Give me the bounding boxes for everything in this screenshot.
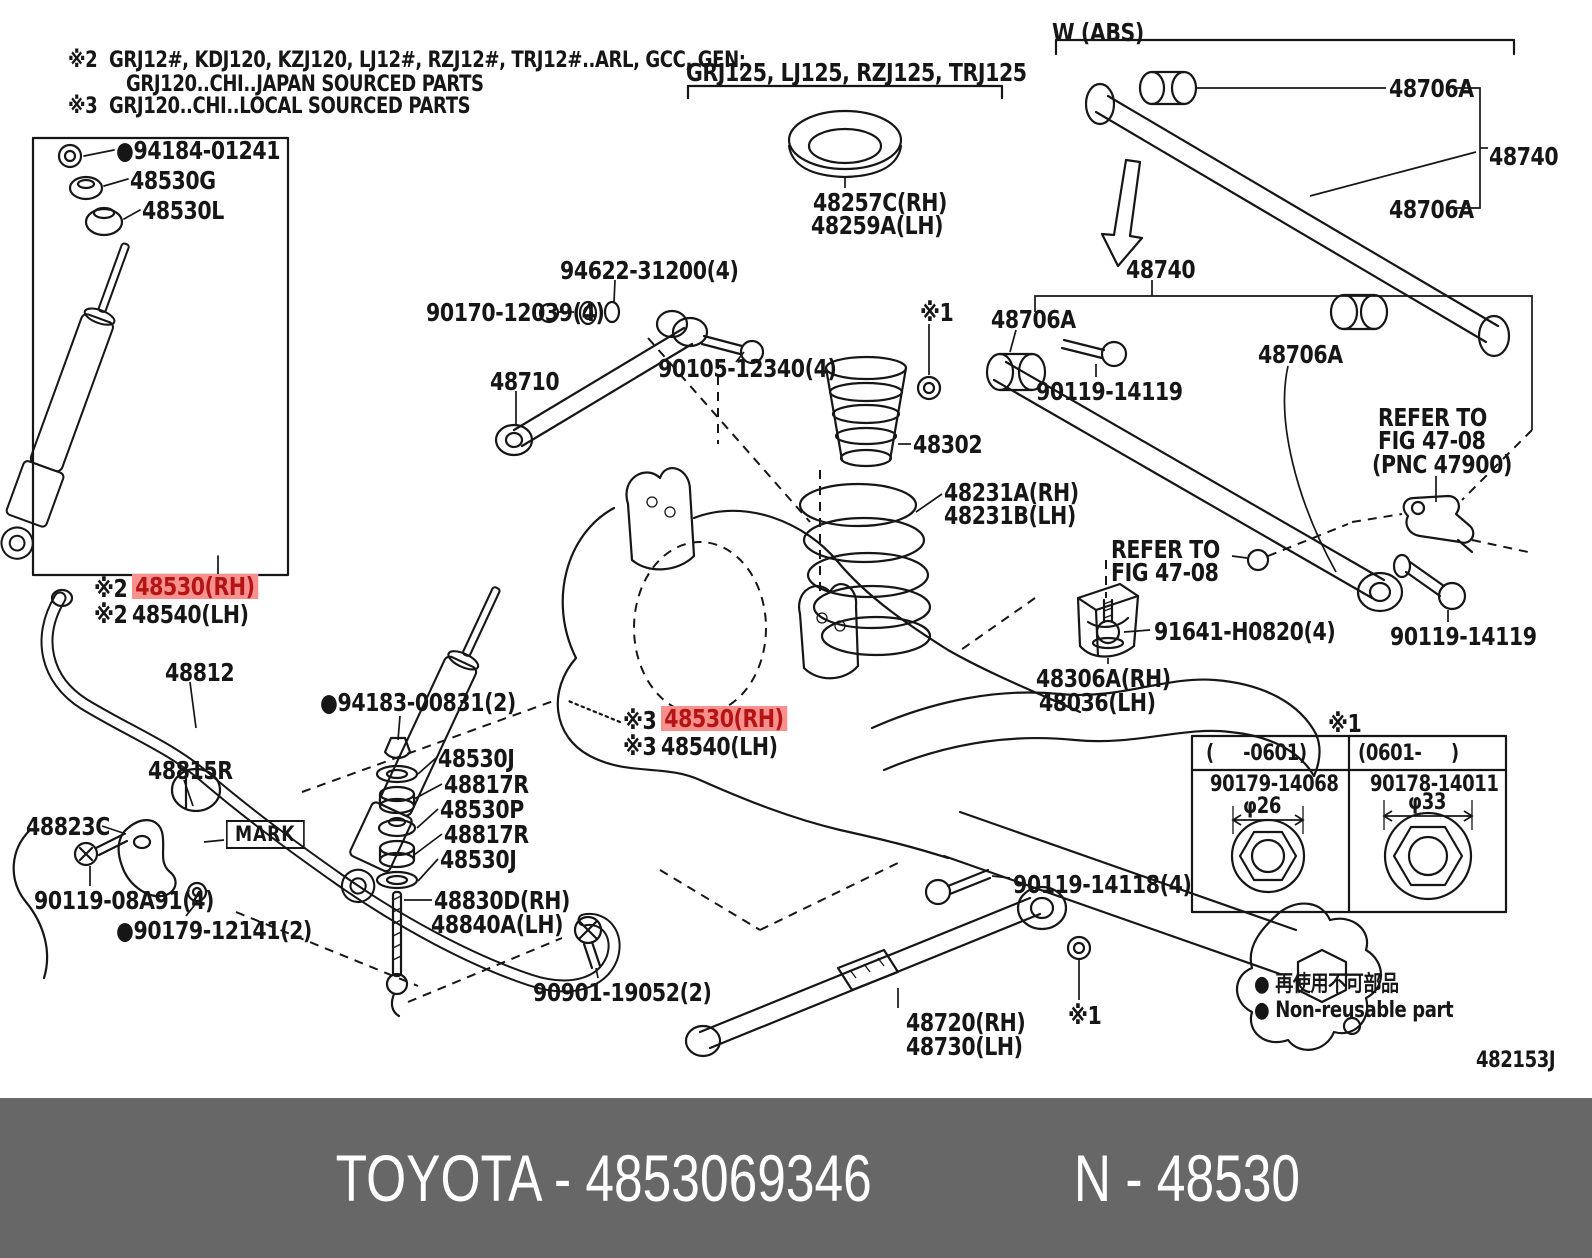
legend-jp: ● 再使用不可部品 (1254, 972, 1399, 997)
footer-part-number: TOYOTA - 4853069346 (335, 1141, 872, 1215)
ref-mark-x1-a: ※1 (920, 298, 954, 327)
trailing-arm-48720 (684, 868, 1092, 1058)
bolt-90901 (573, 915, 603, 979)
figure-code: 482153J (1476, 1048, 1556, 1073)
part-48720-rh: 48720(RH) (906, 1008, 1026, 1037)
part-48830d-rh: 48830D(RH) (434, 886, 570, 915)
part-48231a-rh: 48231A(RH) (944, 478, 1079, 507)
part-48823c: 48823C (26, 812, 110, 841)
ref-mark-x1-b: ※1 (1068, 1001, 1102, 1030)
refer-fig-clamp (1231, 476, 1529, 572)
part-48706a-4: 48706A (1258, 340, 1343, 369)
part-90170-12039: 90170-12039(4) (426, 298, 605, 327)
part-90105-12340: 90105-12340(4) (658, 354, 837, 383)
upper-rod-48740 (1054, 38, 1516, 358)
part-48840a-lh: 48840A(LH) (431, 910, 564, 939)
nut-comparison-table (1190, 734, 1508, 914)
part-48730-lh: 48730(LH) (906, 1032, 1023, 1061)
mark-box: MARK (226, 820, 305, 849)
refer-fig-2-line2: FIG 47-08 (1111, 558, 1219, 587)
part-90119-14119-2: 90119-14119 (1390, 622, 1537, 651)
part-48812: 48812 (165, 658, 235, 687)
w-abs: W (ABS) (1052, 18, 1144, 47)
part-48231b-lh: 48231B(LH) (944, 501, 1076, 530)
part-48530-rh-highlight-2: 48530(RH) (661, 706, 787, 731)
lateral-rod-48710 (494, 279, 765, 457)
legend-en: ● Non-reusable part (1254, 998, 1454, 1023)
part-48302: 48302 (913, 430, 983, 459)
construction-lines (235, 337, 901, 1003)
ref-mark-x3-b: ※3 (623, 732, 657, 761)
note-line-3: ※3 GRJ120..CHI..LOCAL SOURCED PARTS (68, 94, 471, 119)
part-90179-12141: ●90179-12141(2) (116, 916, 312, 945)
part-48817r-1: 48817R (444, 770, 529, 799)
refer-fig-1-line2: FIG 47-08 (1378, 426, 1486, 455)
footer-catalog-number: N - 48530 (1074, 1141, 1301, 1215)
models-grj125: GRJ125, LJ125, RZJ125, TRJ125 (686, 58, 1027, 87)
part-48257c-rh: 48257C(RH) (813, 188, 947, 217)
part-48817r-2: 48817R (444, 820, 529, 849)
part-48530g-box: 48530G (130, 166, 216, 195)
part-48530l-box: 48530L (142, 196, 224, 225)
note-line-1: ※2 GRJ12#, KDJ120, KZJ120, LJ12#, RZJ12#… (68, 48, 746, 73)
coil-spring-48231 (798, 482, 943, 657)
part-90119-14119-1: 90119-14119 (1036, 377, 1183, 406)
part-48530j-1: 48530J (438, 744, 515, 773)
part-48740-1: 48740 (1489, 142, 1559, 171)
table-phi-33: φ33 (1408, 790, 1446, 815)
lower-rod-48740 (916, 280, 1533, 613)
part-48530p: 48530P (440, 795, 524, 824)
part-90901-19052: 90901-19052(2) (533, 978, 712, 1007)
part-94183-00831: ●94183-00831(2) (320, 688, 516, 717)
part-48036-lh: 48036(LH) (1039, 688, 1156, 717)
refer-fig-1-line3: (PNC 47900) (1372, 450, 1512, 479)
part-94184-01241: ●94184-01241 (116, 136, 281, 165)
diagram-labels: ※2 GRJ12#, KDJ120, KZJ120, LJ12#, RZJ12#… (26, 18, 1559, 1073)
part-48815r: 48815R (148, 756, 233, 785)
bump-stop-48302 (824, 355, 911, 468)
stabilizer-bar (12, 588, 621, 993)
ref-mark-x3-a: ※3 (623, 706, 657, 735)
part-48740-2: 48740 (1126, 255, 1196, 284)
part-48540-lh: 48540(LH) (132, 600, 249, 629)
note-line-2: GRJ120..CHI..JAPAN SOURCED PARTS (126, 72, 484, 97)
part-48540-lh-2: 48540(LH) (661, 732, 778, 761)
table-part-1: 90179-14068 (1210, 772, 1339, 797)
bolt-90119-14119-right (1392, 553, 1467, 622)
ref-mark-x1-table: ※1 (1328, 709, 1362, 738)
stabilizer-bushing-and-bracket (73, 767, 225, 917)
part-48706a-2: 48706A (1389, 195, 1474, 224)
diagram-line-art (0, 38, 1533, 1058)
table-phi-26: φ26 (1243, 794, 1281, 819)
part-48259a-lh: 48259A(LH) (811, 211, 944, 240)
part-90119-08a91: 90119-08A91(4) (34, 886, 215, 915)
shock-absorber-middle (330, 577, 622, 911)
ref-mark-x2-a: ※2 (94, 574, 128, 603)
table-part-2: 90178-14011 (1370, 772, 1499, 797)
part-48530j-2: 48530J (440, 845, 517, 874)
part-48706a-3: 48706A (991, 305, 1076, 334)
part-94622-31200: 94622-31200(4) (560, 256, 739, 285)
refer-fig-1-line1: REFER TO (1378, 403, 1487, 432)
refer-fig-2-line1: REFER TO (1111, 535, 1220, 564)
part-48710: 48710 (490, 367, 560, 396)
footer-bar: TOYOTA - 4853069346 N - 48530 (0, 1098, 1592, 1258)
axle-housing (556, 467, 1382, 1051)
spring-seat-48257 (686, 84, 1004, 188)
shock-bracket-48306a (1076, 560, 1151, 664)
table-col-1: ( -0601) (1206, 741, 1307, 766)
table-col-2: (0601- ) (1358, 741, 1459, 766)
part-48306a-rh: 48306A(RH) (1036, 664, 1171, 693)
ref-mark-x2-b: ※2 (94, 600, 128, 629)
part-48530-rh-highlight: 48530(RH) (132, 574, 258, 599)
part-90119-14118: 90119-14118(4) (1013, 870, 1192, 899)
part-91641-h0820: 91641-H0820(4) (1154, 617, 1336, 646)
part-48706a-1: 48706A (1389, 74, 1474, 103)
